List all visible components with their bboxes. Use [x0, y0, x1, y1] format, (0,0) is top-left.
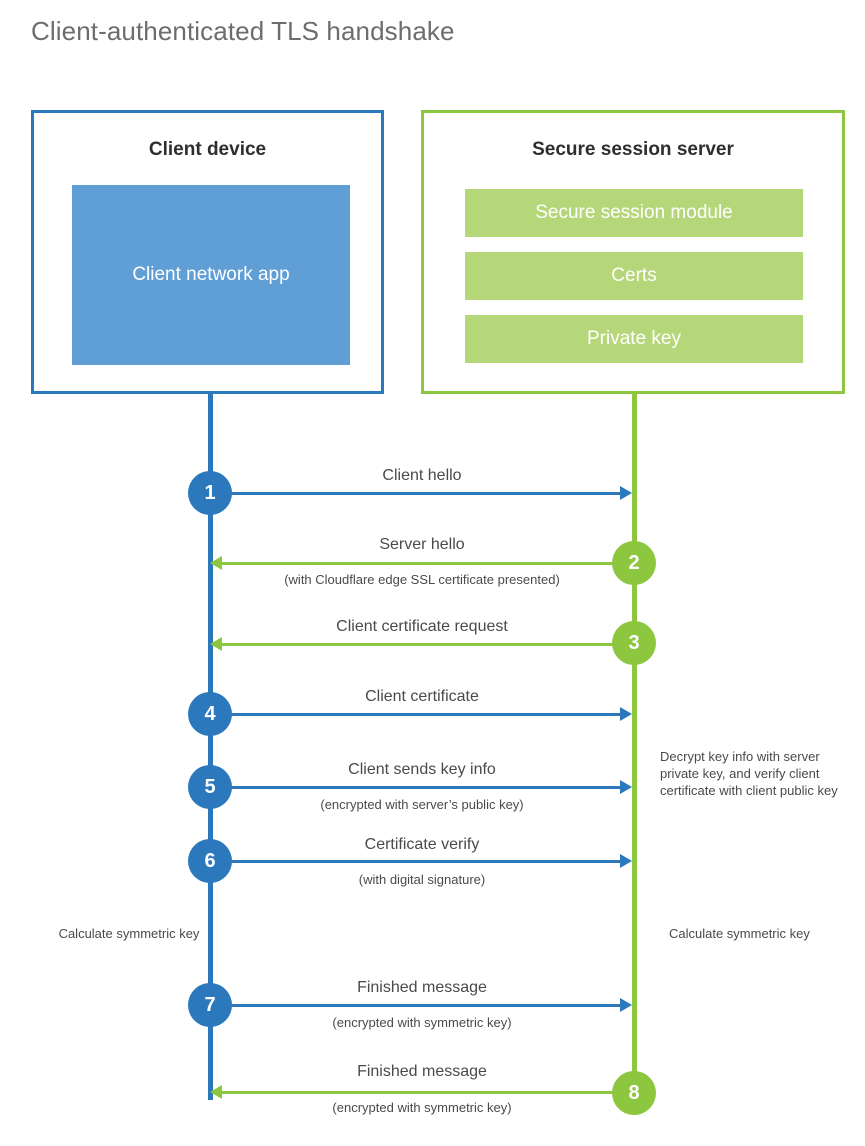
- message-label-step-4: Client certificate: [365, 688, 479, 705]
- arrow-line-step-7: [210, 1004, 620, 1007]
- arrow-line-step-1: [210, 492, 620, 495]
- client-lifeline: [208, 394, 213, 1100]
- step-circle-3[interactable]: 3: [612, 621, 656, 665]
- server-calculate-symmetric-key-note: Calculate symmetric key: [669, 926, 810, 941]
- client-network-app-block: Client network app: [72, 185, 350, 365]
- client-device-box: Client device Client network app: [31, 110, 384, 394]
- arrow-head-step-6: [620, 854, 632, 868]
- client-device-title: Client device: [148, 139, 267, 160]
- arrow-head-step-4: [620, 707, 632, 721]
- secure-session-server-box: Secure session server Secure session mod…: [421, 110, 845, 394]
- step-circle-5[interactable]: 5: [188, 765, 232, 809]
- message-sublabel-step-7: (encrypted with symmetric key): [332, 1015, 512, 1030]
- arrow-line-step-4: [210, 713, 620, 716]
- message-label-step-6: Certificate verify: [364, 836, 480, 853]
- message-label-step-3: Client certificate request: [336, 618, 508, 635]
- arrow-line-step-8: [222, 1091, 634, 1094]
- arrow-head-step-5: [620, 780, 632, 794]
- message-label-step-2: Server hello: [379, 536, 465, 553]
- step-circle-7[interactable]: 7: [188, 983, 232, 1027]
- message-sublabel-step-5: (encrypted with server’s public key): [320, 797, 524, 812]
- step-circle-6[interactable]: 6: [188, 839, 232, 883]
- arrow-head-step-8: [210, 1085, 222, 1099]
- message-label-step-7: Finished message: [357, 979, 487, 996]
- step-circle-1[interactable]: 1: [188, 471, 232, 515]
- message-sublabel-step-8: (encrypted with symmetric key): [332, 1100, 512, 1115]
- arrow-head-step-7: [620, 998, 632, 1012]
- message-sublabel-step-6: (with digital signature): [358, 872, 486, 887]
- server-item-secure-session-module: Secure session module: [465, 189, 803, 237]
- step-circle-2[interactable]: 2: [612, 541, 656, 585]
- message-sublabel-step-2: (with Cloudflare edge SSL certificate pr…: [284, 572, 560, 587]
- server-item-certs: Certs: [465, 252, 803, 300]
- arrow-line-step-5: [210, 786, 620, 789]
- message-label-step-8: Finished message: [357, 1063, 487, 1080]
- arrow-head-step-2: [210, 556, 222, 570]
- arrow-head-step-1: [620, 486, 632, 500]
- message-label-step-5: Client sends key info: [348, 761, 496, 778]
- page-title: Client-authenticated TLS handshake: [31, 16, 455, 46]
- server-lifeline: [632, 394, 637, 1100]
- arrow-line-step-6: [210, 860, 620, 863]
- step-circle-4[interactable]: 4: [188, 692, 232, 736]
- client-calculate-symmetric-key-note: Calculate symmetric key: [58, 926, 200, 941]
- arrow-head-step-3: [210, 637, 222, 651]
- arrow-line-step-3: [222, 643, 634, 646]
- secure-session-server-title: Secure session server: [532, 139, 734, 160]
- server-item-private-key: Private key: [465, 315, 803, 363]
- message-label-step-1: Client hello: [382, 467, 462, 484]
- server-decrypt-note: Decrypt key info with server private key…: [660, 749, 838, 798]
- arrow-line-step-2: [222, 562, 634, 565]
- step-circle-8[interactable]: 8: [612, 1071, 656, 1115]
